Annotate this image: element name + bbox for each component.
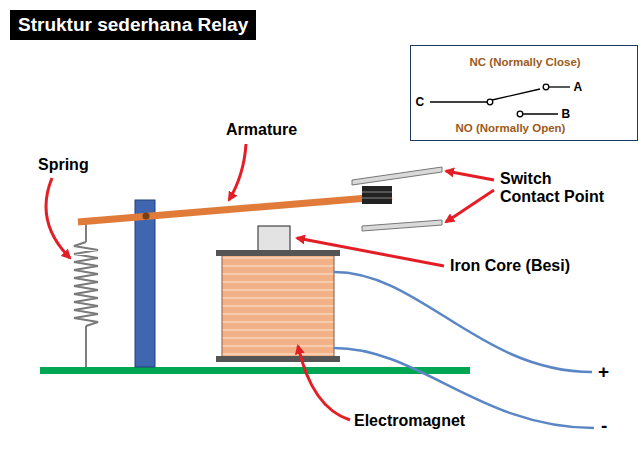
switch-symbol bbox=[430, 84, 570, 117]
switch-inset-box: NC (Normally Close) A C BNO (Normally Open) bbox=[410, 45, 638, 141]
leader-arrow bbox=[297, 238, 444, 266]
terminal-letter: C bbox=[416, 95, 425, 109]
terminal-letter: A bbox=[574, 80, 583, 94]
switch-lever bbox=[492, 89, 540, 100]
part-label: Switch Contact Point bbox=[500, 170, 610, 207]
lower-contact-plate bbox=[362, 220, 442, 231]
contact-name: NO (Normally Open) bbox=[456, 122, 566, 134]
switch-terminal bbox=[517, 111, 523, 117]
title-banner: Struktur sederhana Relay bbox=[10, 10, 256, 40]
switch-terminal bbox=[487, 99, 493, 105]
leader-arrow bbox=[229, 144, 246, 200]
leader-arrow bbox=[446, 190, 494, 222]
pivot-post bbox=[135, 200, 155, 367]
iron-core bbox=[258, 226, 290, 251]
contact-stripe bbox=[362, 197, 392, 199]
part-label: Iron Core (Besi) bbox=[450, 257, 570, 275]
leader-arrows bbox=[46, 144, 494, 420]
electromagnet-coil bbox=[222, 255, 334, 357]
switch-wire bbox=[430, 101, 487, 102]
pivot-pin bbox=[143, 213, 150, 220]
polarity-sign: - bbox=[601, 415, 607, 437]
switch-terminal bbox=[543, 84, 549, 90]
leader-arrow bbox=[46, 178, 70, 258]
terminal-letter: B bbox=[562, 107, 571, 121]
part-label: Armature bbox=[226, 121, 297, 139]
leader-arrow bbox=[446, 171, 494, 180]
spring bbox=[74, 222, 98, 367]
part-label: Electromagnet bbox=[354, 412, 465, 430]
base-board bbox=[40, 367, 470, 374]
switch-wire bbox=[549, 86, 570, 87]
leader-arrow bbox=[298, 346, 350, 420]
upper-contact-plate bbox=[352, 167, 442, 185]
spring-hook bbox=[85, 222, 87, 242]
contact-stripe bbox=[362, 191, 392, 193]
switch-wire bbox=[523, 113, 558, 114]
polarity-sign: + bbox=[598, 361, 609, 383]
coil-flange bbox=[216, 250, 340, 256]
coil-flange bbox=[216, 356, 340, 362]
spring-coil bbox=[74, 242, 98, 326]
wire bbox=[334, 272, 592, 372]
part-label: Spring bbox=[38, 156, 89, 174]
armature-bar bbox=[78, 196, 392, 222]
spring-rod bbox=[85, 326, 87, 367]
contact-name: NC (Normally Close) bbox=[470, 56, 581, 68]
moving-contact bbox=[362, 186, 392, 204]
